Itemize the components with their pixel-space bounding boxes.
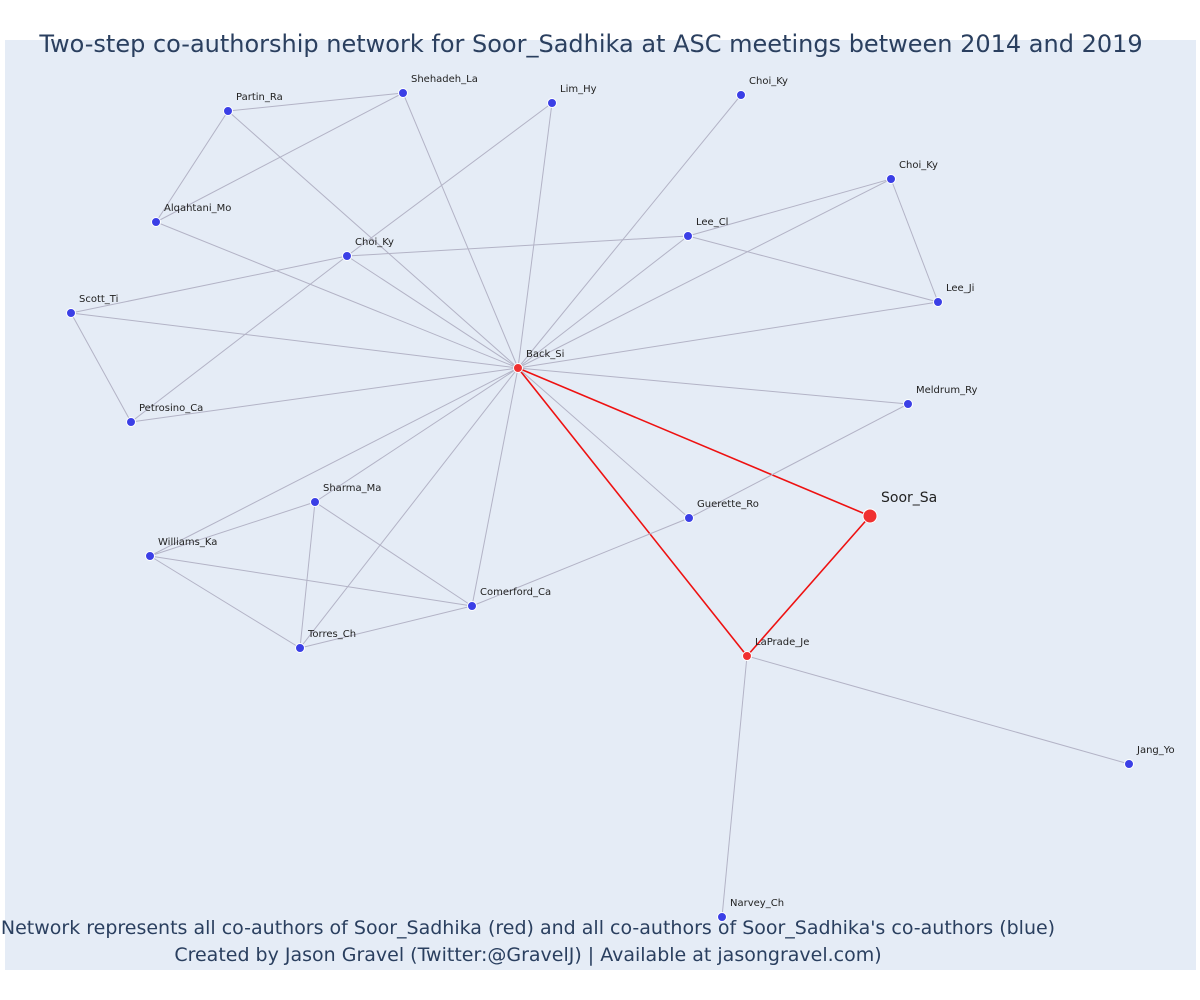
node-label-choi_ky_mid: Choi_Ky xyxy=(355,237,394,248)
node-label-scott_ti: Scott_Ti xyxy=(79,294,118,305)
edge-lim_hy-choi_ky_mid xyxy=(346,102,553,257)
chart-title: Two-step co-authorship network for Soor_… xyxy=(39,30,1143,58)
node-narvey_ch[interactable] xyxy=(717,912,727,922)
edge-back_si-comerford_ca xyxy=(471,367,519,607)
node-laprade_je[interactable] xyxy=(742,651,752,661)
node-label-torres_ch: Torres_Ch xyxy=(307,629,356,640)
node-soor_sa[interactable] xyxy=(862,508,878,524)
edge-scott_ti-petrosino_ca xyxy=(70,312,132,423)
edge-back_si-partin_ra xyxy=(227,110,519,369)
edge-sharma_ma-williams_ka xyxy=(149,501,316,557)
node-shehadeh_la[interactable] xyxy=(398,88,408,98)
node-choi_ky_mid[interactable] xyxy=(342,251,352,261)
node-guerette_ro[interactable] xyxy=(684,513,694,523)
edge-meldrum_ry-guerette_ro xyxy=(688,403,909,519)
edge-back_si-choi_ky_mid xyxy=(346,255,519,369)
edge-williams_ka-comerford_ca xyxy=(149,555,473,607)
node-label-narvey_ch: Narvey_Ch xyxy=(730,898,784,909)
node-label-sharma_ma: Sharma_Ma xyxy=(323,483,381,494)
edge-back_si-guerette_ro xyxy=(517,367,690,519)
node-meldrum_ry[interactable] xyxy=(903,399,913,409)
node-alqahtani_mo[interactable] xyxy=(151,217,161,227)
nodes-layer xyxy=(66,88,1134,922)
node-label-jang_yo: Jang_Yo xyxy=(1136,745,1175,756)
edge-back_si-shehadeh_la xyxy=(402,92,519,369)
footer-caption-line2: Created by Jason Gravel (Twitter:@Gravel… xyxy=(174,944,882,966)
node-label-shehadeh_la: Shehadeh_La xyxy=(411,74,478,85)
edge-soor_sa-back_si xyxy=(517,367,871,517)
node-back_si[interactable] xyxy=(513,363,523,373)
edges-layer xyxy=(70,92,1130,918)
edge-williams_ka-torres_ch xyxy=(149,555,301,649)
node-choi_ky_top[interactable] xyxy=(736,90,746,100)
node-choi_ky_right[interactable] xyxy=(886,174,896,184)
edge-back_si-choi_ky_top xyxy=(517,94,742,369)
edge-back_si-laprade_je xyxy=(517,367,748,657)
edge-sharma_ma-comerford_ca xyxy=(314,501,473,607)
edge-back_si-lee_ji xyxy=(517,301,939,369)
node-partin_ra[interactable] xyxy=(223,106,233,116)
node-jang_yo[interactable] xyxy=(1124,759,1134,769)
node-comerford_ca[interactable] xyxy=(467,601,477,611)
edge-sharma_ma-torres_ch xyxy=(299,501,316,649)
edge-choi_ky_mid-scott_ti xyxy=(70,255,348,314)
node-label-lee_ji: Lee_Ji xyxy=(946,283,974,294)
node-sharma_ma[interactable] xyxy=(310,497,320,507)
node-label-comerford_ca: Comerford_Ca xyxy=(480,587,551,598)
node-label-williams_ka: Williams_Ka xyxy=(158,537,217,548)
edge-back_si-lee_cl xyxy=(517,235,689,369)
edge-back_si-sharma_ma xyxy=(314,367,519,503)
edge-laprade_je-jang_yo xyxy=(746,655,1130,765)
node-label-back_si: Back_Si xyxy=(526,349,564,360)
node-williams_ka[interactable] xyxy=(145,551,155,561)
edge-back_si-alqahtani_mo xyxy=(155,221,519,369)
edge-partin_ra-alqahtani_mo xyxy=(155,110,229,223)
edge-lee_cl-lee_ji xyxy=(687,235,939,303)
node-lee_cl[interactable] xyxy=(683,231,693,241)
node-petrosino_ca[interactable] xyxy=(126,417,136,427)
node-lee_ji[interactable] xyxy=(933,297,943,307)
edge-back_si-williams_ka xyxy=(149,367,519,557)
edge-back_si-torres_ch xyxy=(299,367,519,649)
node-label-meldrum_ry: Meldrum_Ry xyxy=(916,385,977,396)
edge-choi_ky_right-lee_ji xyxy=(890,178,939,303)
edge-shehadeh_la-alqahtani_mo xyxy=(155,92,404,223)
edge-torres_ch-comerford_ca xyxy=(299,605,473,649)
node-lim_hy[interactable] xyxy=(547,98,557,108)
node-label-guerette_ro: Guerette_Ro xyxy=(697,499,759,510)
node-label-petrosino_ca: Petrosino_Ca xyxy=(139,403,203,414)
edge-soor_sa-laprade_je xyxy=(746,515,871,657)
node-label-lee_cl: Lee_Cl xyxy=(696,217,728,228)
edge-lee_cl-choi_ky_right xyxy=(687,178,892,237)
node-label-partin_ra: Partin_Ra xyxy=(236,92,283,103)
edge-back_si-meldrum_ry xyxy=(517,367,909,405)
edge-back_si-petrosino_ca xyxy=(130,367,519,423)
node-label-choi_ky_right: Choi_Ky xyxy=(899,160,938,171)
edge-laprade_je-narvey_ch xyxy=(721,655,748,918)
node-label-alqahtani_mo: Alqahtani_Mo xyxy=(164,203,231,214)
node-label-choi_ky_top: Choi_Ky xyxy=(749,76,788,87)
plot-background xyxy=(5,40,1196,970)
node-label-soor_sa: Soor_Sa xyxy=(881,490,937,506)
edge-partin_ra-shehadeh_la xyxy=(227,92,404,112)
edge-choi_ky_mid-lee_cl xyxy=(346,235,689,257)
edge-back_si-scott_ti xyxy=(70,312,519,369)
footer-caption-line1: Network represents all co-authors of Soo… xyxy=(0,917,1056,939)
edge-guerette_ro-comerford_ca xyxy=(471,517,690,607)
node-label-lim_hy: Lim_Hy xyxy=(560,84,597,95)
node-torres_ch[interactable] xyxy=(295,643,305,653)
edge-choi_ky_mid-petrosino_ca xyxy=(130,255,348,423)
edge-back_si-choi_ky_right xyxy=(517,178,892,369)
node-scott_ti[interactable] xyxy=(66,308,76,318)
node-label-laprade_je: LaPrade_Je xyxy=(755,637,809,648)
edge-back_si-lim_hy xyxy=(517,102,553,369)
